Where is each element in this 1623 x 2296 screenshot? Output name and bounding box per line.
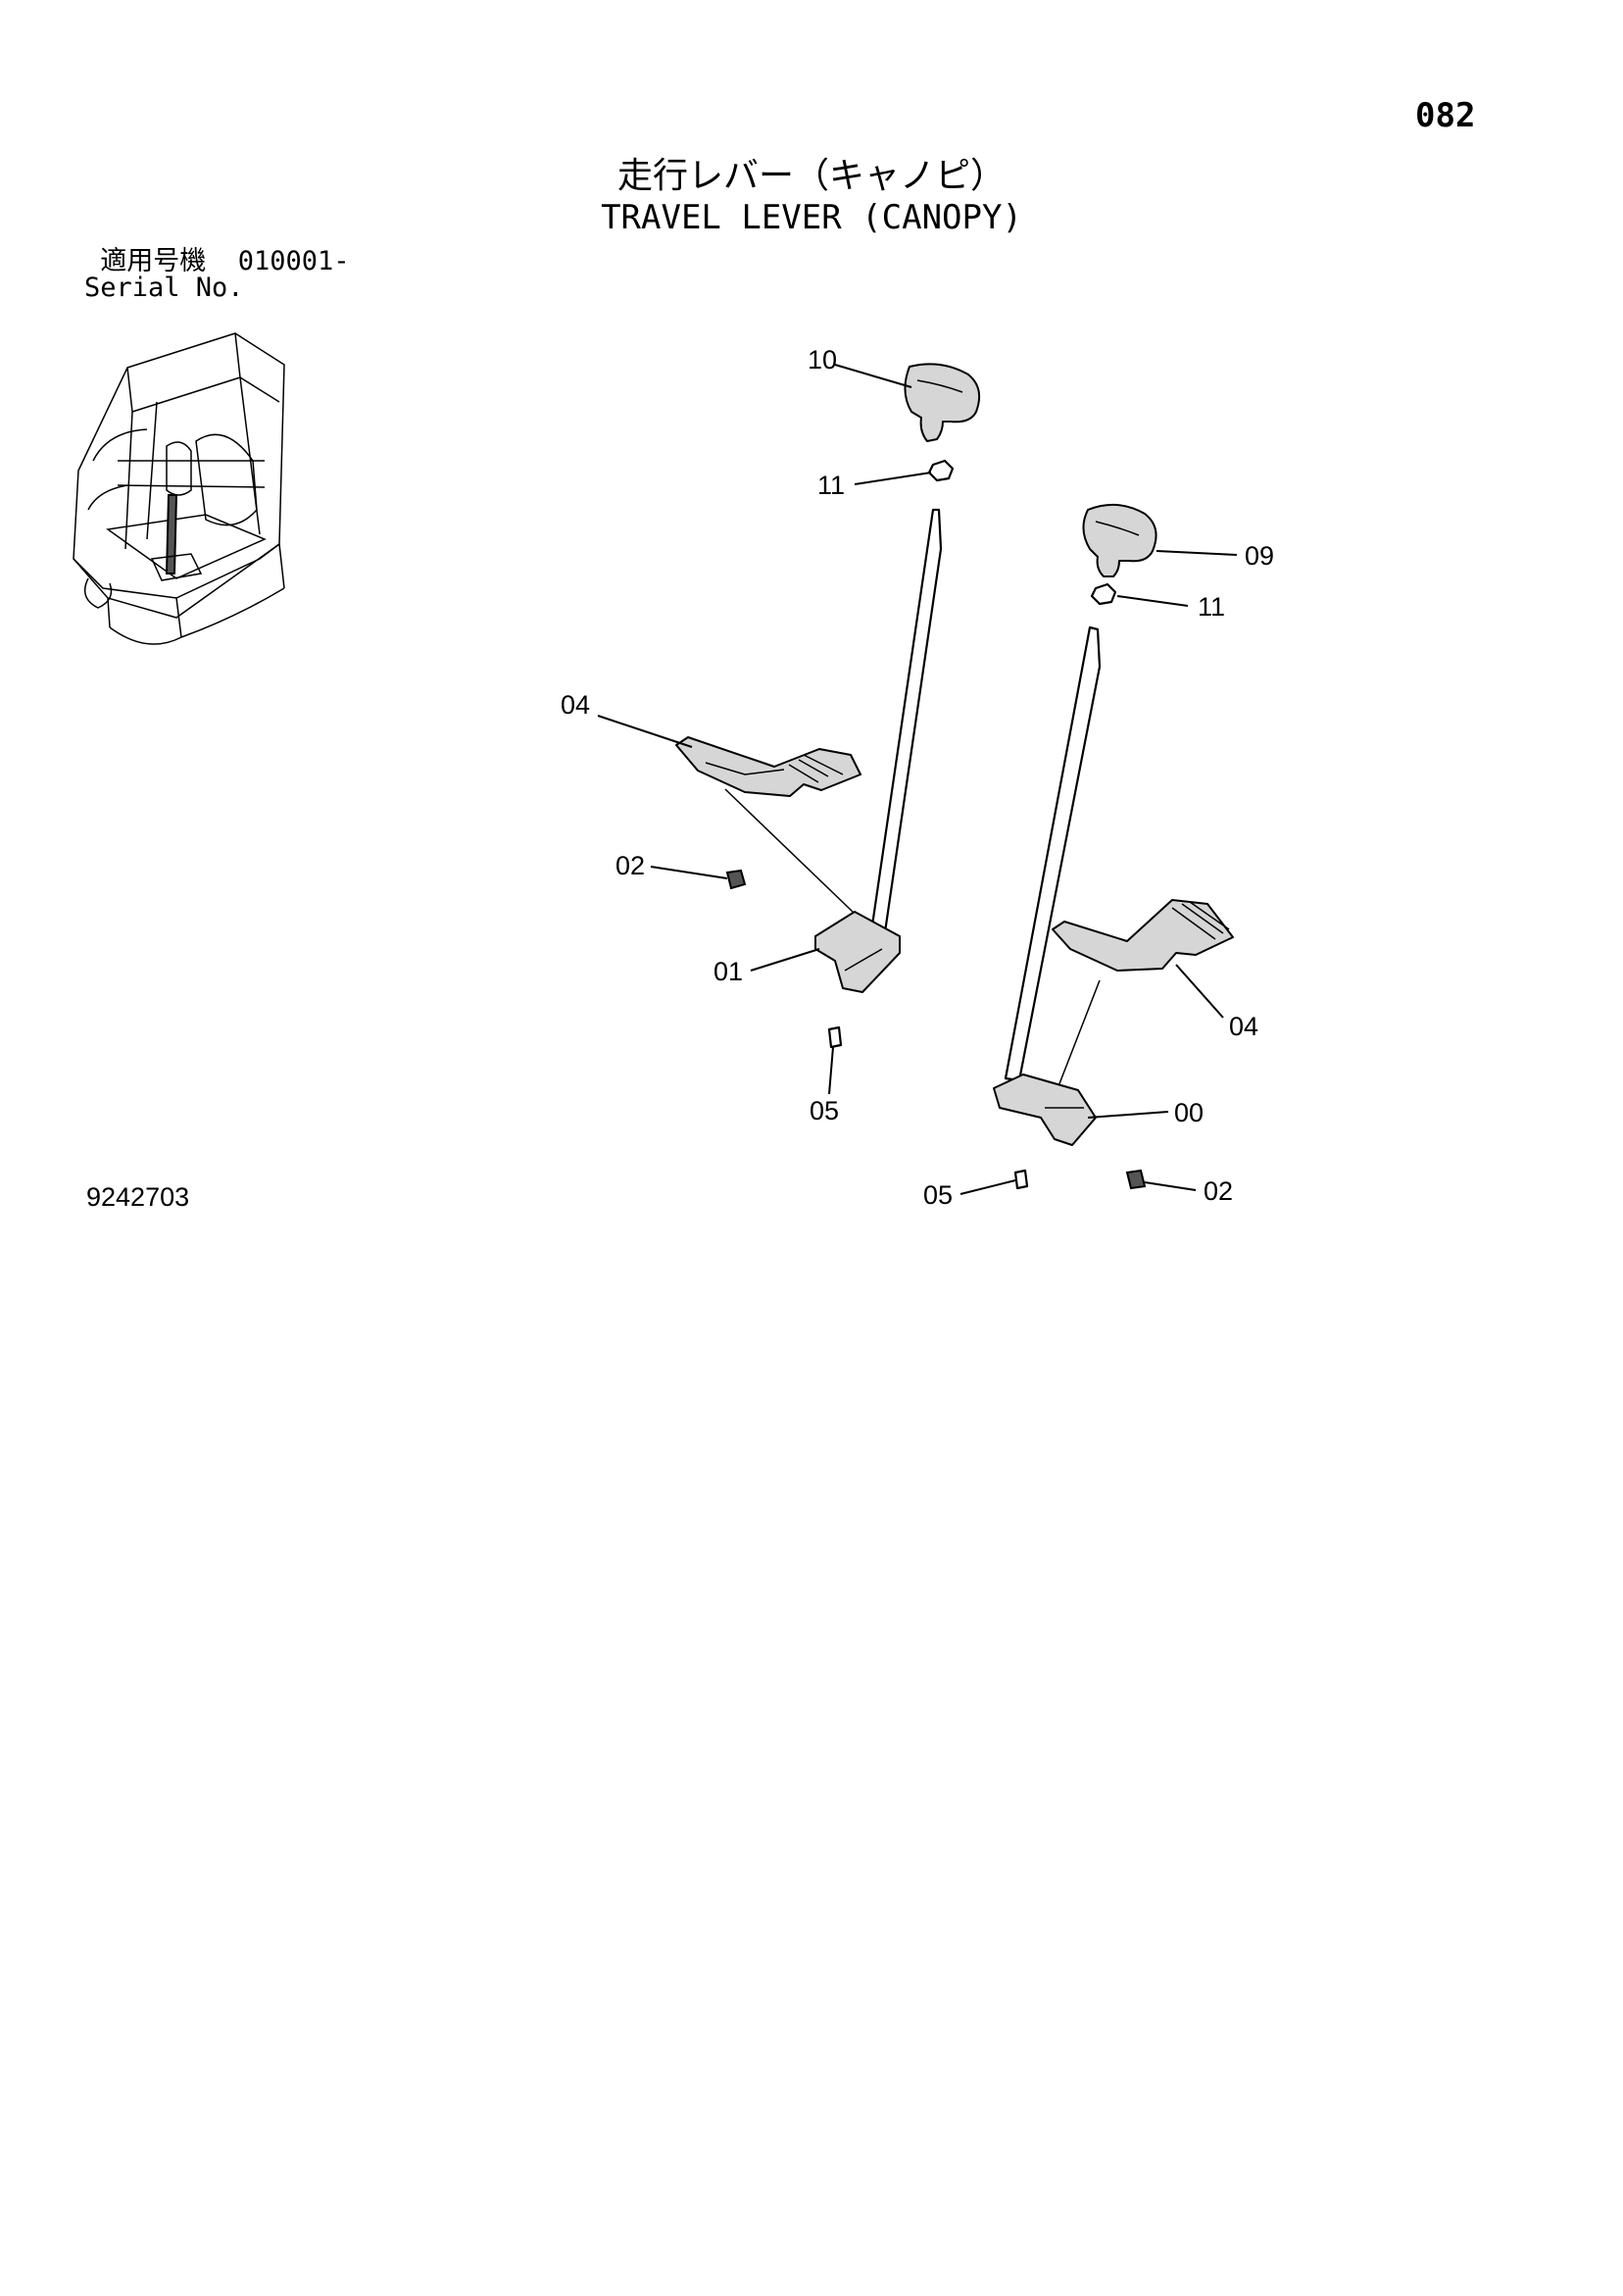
serial-block: 適用号機 010001- Serial No. xyxy=(84,248,350,301)
callout-09: 09 xyxy=(1245,541,1274,571)
serial-range: 010001- xyxy=(237,246,350,276)
bracket-00 xyxy=(993,1073,1097,1146)
callout-05-left: 05 xyxy=(810,1096,839,1125)
callout-02-right: 02 xyxy=(1204,1176,1233,1206)
callout-02-left: 02 xyxy=(615,851,645,880)
callout-05-right: 05 xyxy=(923,1180,953,1210)
bolt-05-right xyxy=(1013,1169,1029,1190)
knob-10 xyxy=(904,363,981,442)
page-number: 082 xyxy=(1415,96,1476,135)
serial-line-jp: 適用号機 010001- xyxy=(84,246,350,276)
pedal-04-right xyxy=(1052,899,1234,972)
title-english: TRAVEL LEVER (CANOPY) xyxy=(601,198,1022,237)
bracket-01 xyxy=(814,911,901,993)
pedal-04-left xyxy=(675,736,861,797)
bolt-02-right xyxy=(1125,1169,1147,1190)
leader-lines xyxy=(597,364,1238,1195)
callout-00: 00 xyxy=(1174,1098,1204,1127)
callout-labels: 10 11 09 11 04 02 01 05 04 00 05 02 xyxy=(561,345,1274,1210)
serial-jp-label: 適用号機 xyxy=(100,246,207,276)
callout-01: 01 xyxy=(713,957,743,986)
canopy-thumbnail xyxy=(73,332,285,645)
title-japanese: 走行レバー（キャノピ） xyxy=(616,156,1006,196)
serial-en-label: Serial No. xyxy=(84,273,244,303)
callout-11-right: 11 xyxy=(1198,592,1225,622)
knob-09 xyxy=(1082,503,1157,577)
callout-04-left: 04 xyxy=(561,690,590,720)
left-lever-assembly xyxy=(675,363,981,1049)
lever-rod-right xyxy=(1004,625,1102,1082)
bolt-05-left xyxy=(827,1025,843,1049)
nut-11-right xyxy=(1090,582,1117,606)
lever-rod-left xyxy=(864,508,943,968)
right-lever-assembly xyxy=(993,503,1234,1190)
document-number: 9242703 xyxy=(86,1182,190,1212)
bolt-02-left xyxy=(725,869,747,890)
callout-11-left: 11 xyxy=(817,471,845,500)
callout-10: 10 xyxy=(808,345,837,374)
callout-04-right: 04 xyxy=(1229,1012,1258,1041)
nut-11-left xyxy=(927,459,955,482)
